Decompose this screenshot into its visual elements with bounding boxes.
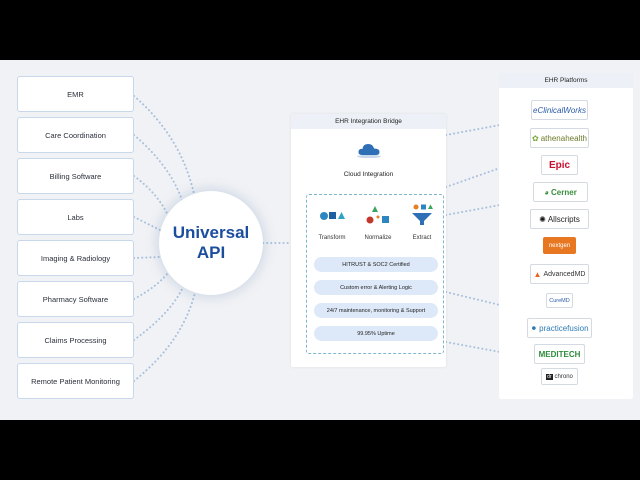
connector-billing — [133, 175, 171, 221]
connector-bridge-platforms-5 — [445, 341, 501, 353]
logo-athenahealth: ✿athenahealth — [530, 128, 589, 148]
logo-allscripts: ✺Allscripts — [530, 209, 589, 229]
transform-label: Transform — [318, 235, 346, 241]
extract-label: Extract — [412, 235, 432, 241]
connector-bridge-platforms-2 — [445, 167, 501, 188]
athenahealth-leaf-icon: ✿ — [532, 133, 539, 143]
connector-care-coordination — [133, 134, 186, 211]
connector-bridge-platforms-1 — [445, 124, 501, 136]
api-title-line1: Universal — [172, 223, 250, 242]
uptime-badge: 99.95% Uptime — [314, 326, 438, 341]
source-imaging-radiology: Imaging & Radiology — [17, 240, 134, 276]
source-remote-patient-monitoring: Remote Patient Monitoring — [17, 363, 134, 399]
connector-lines — [133, 95, 501, 382]
connector-imaging — [133, 256, 161, 259]
drchrono-mark-icon: dr — [546, 373, 553, 380]
connector-claims — [133, 281, 186, 341]
hitrust-soc2-badge: HITRUST & SOC2 Certified — [314, 257, 438, 272]
connector-pharmacy — [133, 269, 171, 300]
maintenance-support-badge: 24/7 maintenance, monitoring & Support — [314, 303, 438, 318]
advancedmd-mark-icon: ▲ — [533, 269, 542, 279]
logo-eclinicalworks: eClinicalWorks — [531, 100, 588, 120]
connector-bridge-platforms-3 — [445, 204, 501, 216]
ehr-platforms-title: EHR Platforms — [499, 73, 633, 88]
logo-nextgen: nextgen — [543, 237, 576, 254]
bridge-title: EHR Integration Bridge — [291, 114, 446, 129]
alerting-logic-badge: Custom error & Alerting Logic — [314, 280, 438, 295]
source-billing-software: Billing Software — [17, 158, 134, 194]
logo-curemd: CureMD — [546, 293, 573, 308]
source-care-coordination: Care Coordination — [17, 117, 134, 153]
logo-epic: Epic — [541, 155, 578, 175]
source-claims-processing: Claims Processing — [17, 322, 134, 358]
source-pharmacy-software: Pharmacy Software — [17, 281, 134, 317]
practicefusion-mark-icon: ⚫ — [530, 323, 538, 333]
connector-emr — [133, 95, 197, 205]
logo-practicefusion: ⚫practicefusion — [527, 318, 592, 338]
transform-icon — [320, 212, 345, 220]
source-emr: EMR — [17, 76, 134, 112]
universal-api-hub: Universal API — [159, 191, 263, 295]
logo-cerner: ◕Cerner — [533, 182, 588, 202]
api-title-line2: API — [196, 243, 226, 262]
logo-advancedmd: ▲AdvancedMD — [530, 264, 589, 284]
connector-remote — [133, 287, 197, 382]
cloud-integration-label: Cloud Integration — [343, 171, 394, 178]
logo-meditech: MEDITECH — [534, 344, 585, 364]
connector-labs — [133, 216, 161, 231]
integration-features-box — [306, 194, 444, 354]
connector-bridge-platforms-4 — [445, 291, 501, 306]
normalize-label: Normalize — [364, 235, 392, 241]
cloud-icon — [357, 144, 381, 158]
extract-icon — [412, 204, 433, 225]
allscripts-star-icon: ✺ — [539, 214, 546, 224]
ehr-platforms-panel: EHR Platforms — [499, 73, 633, 399]
normalize-icon — [366, 206, 389, 224]
cerner-swirl-icon: ◕ — [544, 187, 550, 197]
source-labs: Labs — [17, 199, 134, 235]
integration-diagram: EMR Care Coordination Billing Software L… — [0, 60, 640, 420]
